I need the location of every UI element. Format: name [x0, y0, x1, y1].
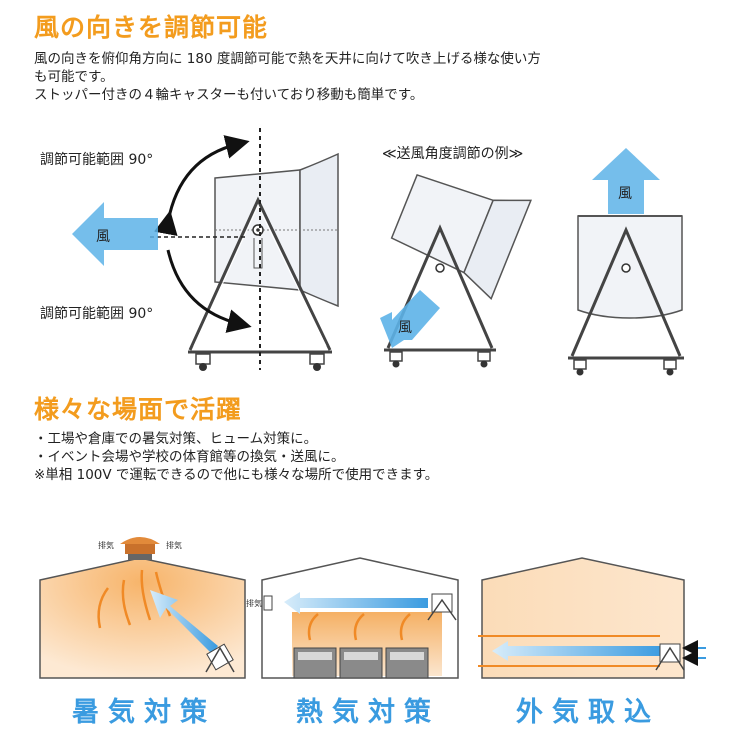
wind-up-label: 風 [618, 186, 632, 202]
section2-line-1: ・工場や倉庫での暑気対策、ヒューム対策に。 [34, 431, 318, 447]
scene-outside-air-intake [478, 557, 706, 679]
section1-title: 風の向きを調節可能 [34, 13, 269, 42]
wind-tilt-label: 風 [398, 320, 412, 336]
scene-heat-countermeasure: 排気 排気 [39, 537, 246, 679]
section1-line-3: ストッパー付きの４輪キャスターも付いており移動も簡単です。 [34, 87, 424, 103]
section2-line-3: ※単相 100V で運転できるので他にも様々な場所で使用できます。 [34, 467, 439, 483]
section1-description: 風の向きを俯仰角方向に 180 度調節可能で熱を天井に向けて吹き上げる様な使い方… [34, 50, 541, 104]
main-fan-diagram: 風 調節可能範囲 90° 調節可能範囲 90° [40, 128, 339, 371]
scene-hot-air-countermeasure: 排気 [246, 557, 459, 679]
tilted-fan-diagram: 風 [380, 174, 532, 368]
caption-hot-air-countermeasure: 熱気対策 [296, 697, 440, 728]
section2-description: ・工場や倉庫での暑気対策、ヒューム対策に。 ・イベント会場や学校の体育館等の換気… [34, 430, 438, 484]
usage-scenes: 排気 排気 排気 [39, 537, 706, 679]
section1-line-1: 風の向きを俯仰角方向に 180 度調節可能で熱を天井に向けて吹き上げる様な使い方 [34, 51, 541, 67]
range-up-label: 調節可能範囲 90° [40, 151, 153, 168]
section1-line-2: も可能です。 [34, 69, 114, 85]
caption-outside-air-intake: 外気取込 [516, 697, 660, 728]
exhaust-side-label: 排気 [246, 598, 262, 608]
example-title: ≪送風角度調節の例≫ [382, 145, 523, 162]
section2-line-2: ・イベント会場や学校の体育館等の換気・送風に。 [34, 449, 345, 465]
upward-fan-diagram: 風 [568, 148, 684, 376]
range-down-label: 調節可能範囲 90° [40, 305, 153, 322]
exhaust-left-label: 排気 [98, 540, 114, 550]
exhaust-right-label: 排気 [166, 540, 182, 550]
wind-label: 風 [96, 229, 110, 245]
caption-heat-countermeasure: 暑気対策 [72, 697, 216, 728]
fan-angle-diagrams: 風 調節可能範囲 90° 調節可能範囲 90° ≪送風角度調節の例≫ 風 [40, 128, 684, 376]
section2-title: 様々な場面で活躍 [34, 395, 243, 424]
